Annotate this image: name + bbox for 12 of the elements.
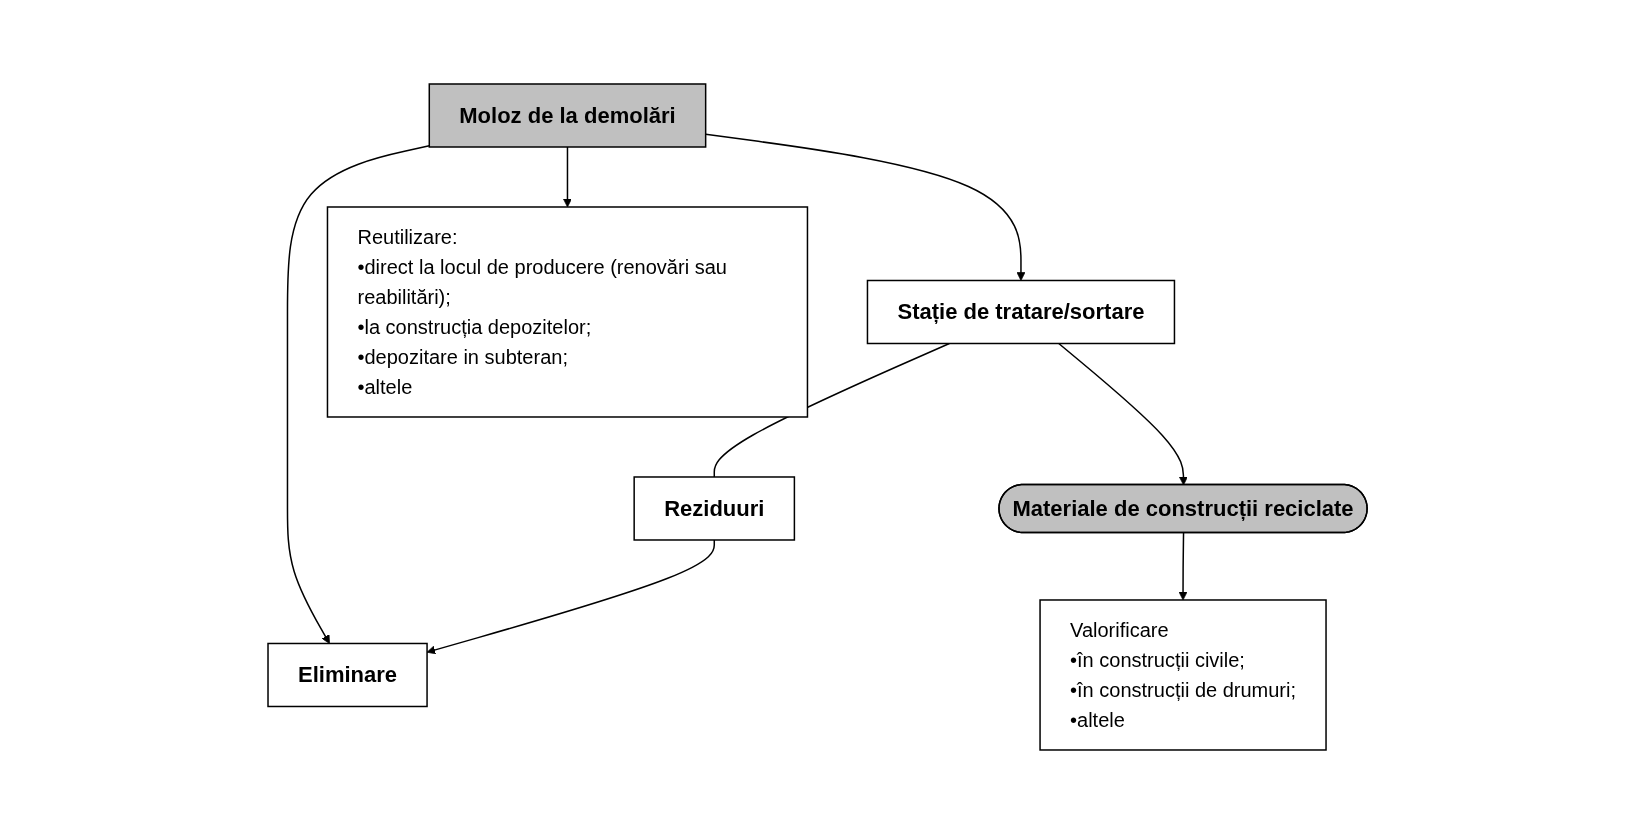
connector [713,342,951,478]
arrow [427,539,716,655]
arrow [1179,532,1188,601]
node-box: Valorificare •în construcții civile; •în construcții de drumuri; •altele [1039,599,1328,751]
node-box: Stație de tratare/sortare [867,279,1176,345]
node-box: Reziduuri [633,476,796,541]
arrow [1058,342,1189,486]
node-box: Eliminare [267,642,429,708]
node-box: Moloz de la demolări [428,83,707,148]
arrow [563,146,573,208]
node-box: Reutilizare: •direct la locul de producere (renovări sau reabilitări); •la construcția depozitelor; •depozitare in subteran; •altele [327,206,809,418]
arrow [287,145,431,644]
